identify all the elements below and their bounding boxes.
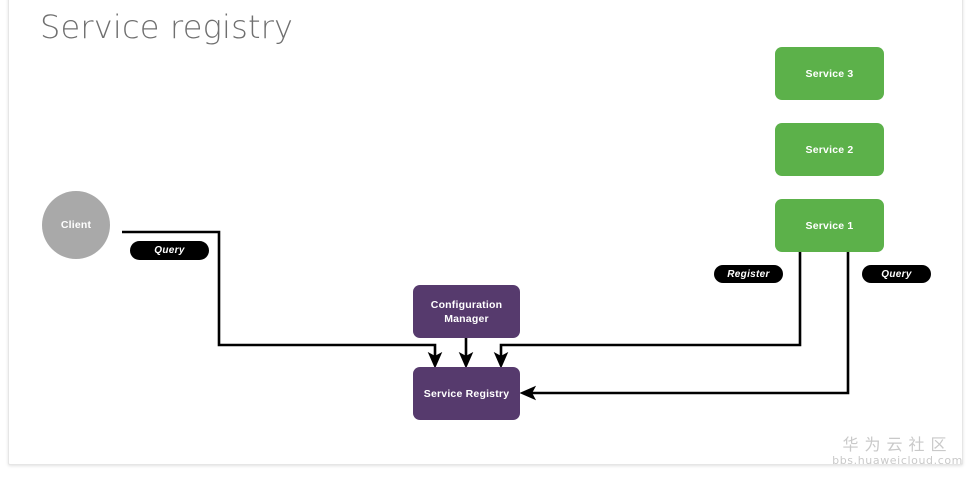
node-service-registry[interactable]: Service Registry <box>413 367 520 420</box>
edge-label-service1-query: Query <box>862 265 931 283</box>
watermark-url: bbs.huaweicloud.com <box>832 454 963 467</box>
node-configuration-manager-label: Configuration Manager <box>431 298 502 326</box>
watermark: 华为云社区 bbs.huaweicloud.com <box>832 435 963 468</box>
edge-label-service1-register: Register <box>714 265 783 283</box>
node-service-1-label: Service 1 <box>805 219 854 232</box>
node-service-1[interactable]: Service 1 <box>775 199 884 252</box>
edge-label-client-query: Query <box>130 241 209 260</box>
node-configuration-manager-line2: Manager <box>444 312 489 325</box>
node-service-2[interactable]: Service 2 <box>775 123 884 176</box>
node-client[interactable]: Client <box>42 191 110 259</box>
node-service-3-label: Service 3 <box>805 67 854 80</box>
node-service-registry-label: Service Registry <box>423 387 510 400</box>
node-service-3[interactable]: Service 3 <box>775 47 884 100</box>
node-client-label: Client <box>60 219 92 231</box>
watermark-chinese: 华为云社区 <box>842 435 953 454</box>
node-service-2-label: Service 2 <box>805 143 854 156</box>
page-title: Service registry <box>40 8 294 46</box>
node-configuration-manager[interactable]: Configuration Manager <box>413 285 520 338</box>
node-configuration-manager-line1: Configuration <box>430 298 503 311</box>
